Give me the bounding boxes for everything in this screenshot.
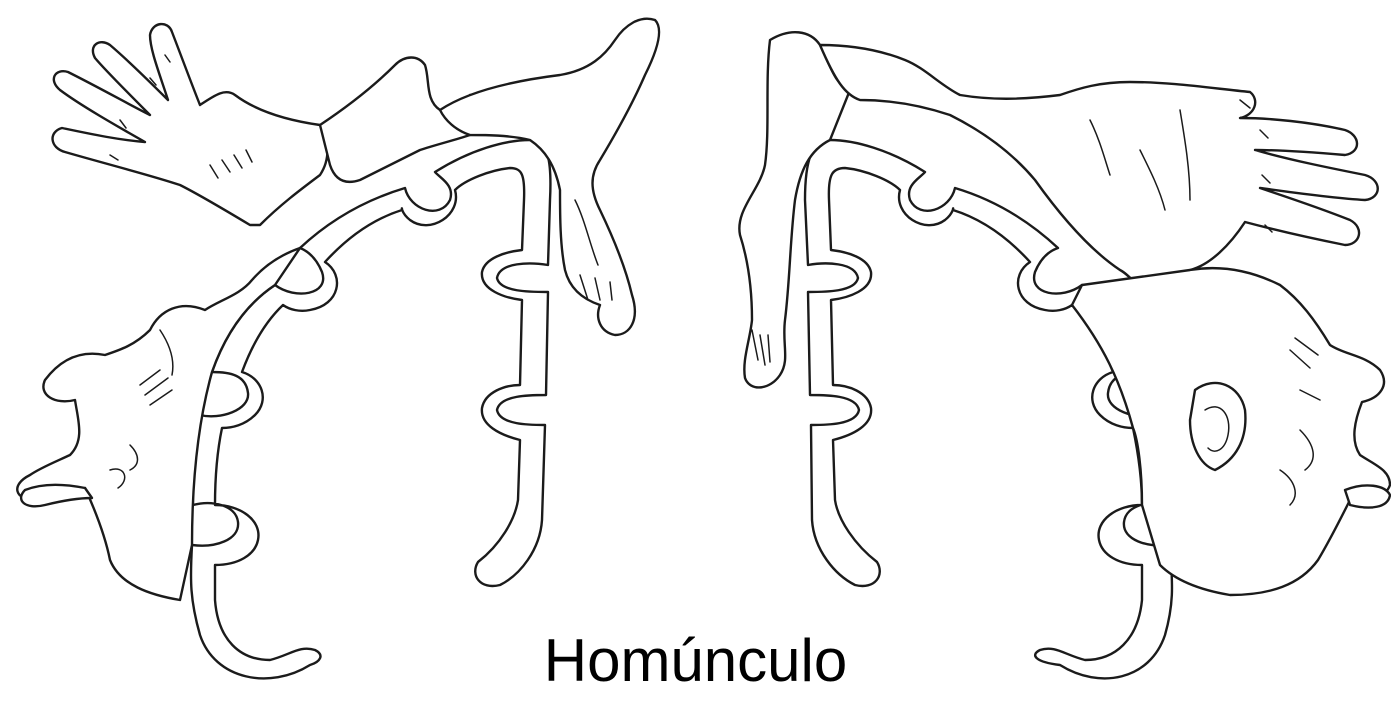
left-face: [17, 248, 300, 600]
caption: Homúnculo: [0, 626, 1391, 696]
right-homunculus: [739, 32, 1390, 678]
right-arm: [820, 45, 1378, 301]
left-hand: [53, 24, 328, 225]
right-leg: [739, 32, 850, 387]
right-tongue: [1345, 485, 1390, 507]
left-homunculus: [17, 19, 659, 679]
left-tongue: [21, 485, 92, 506]
